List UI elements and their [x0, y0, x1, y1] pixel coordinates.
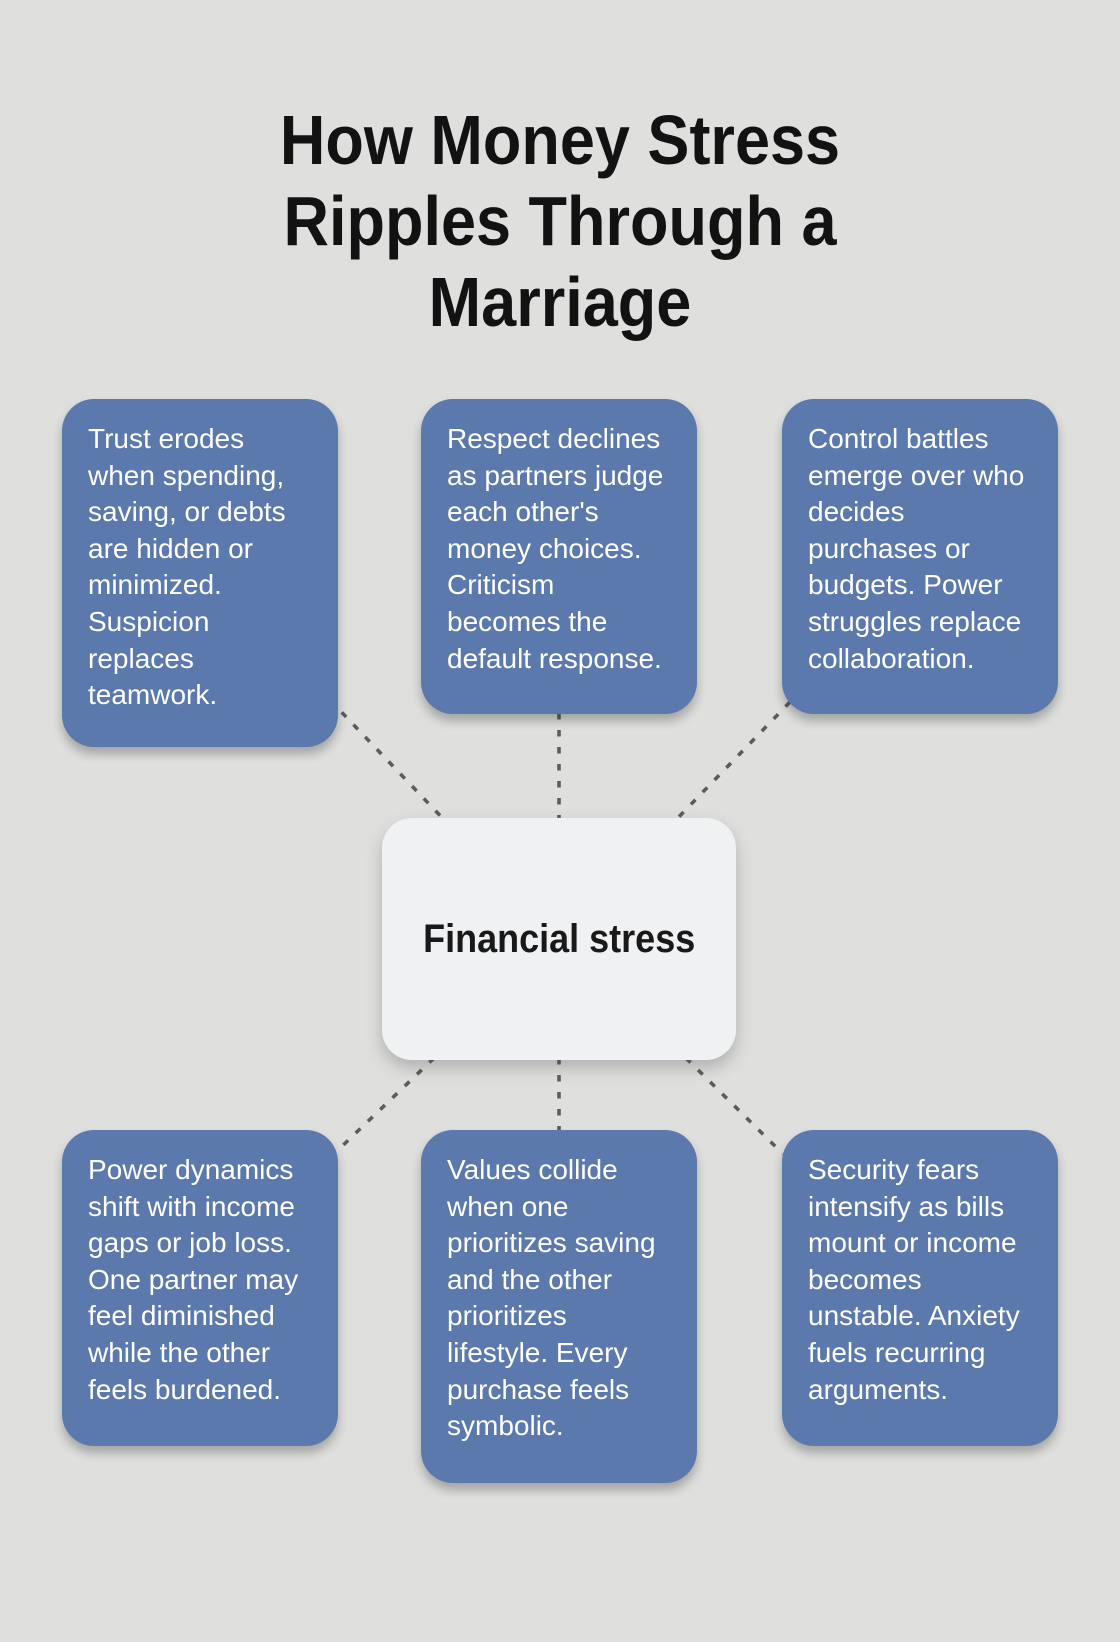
- effect-card-text: Trust erodes when spending, saving, or d…: [88, 423, 286, 711]
- effect-card-power: Power dynamics shift with income gaps or…: [62, 1130, 338, 1446]
- effect-card-values: Values collide when one prioritizes savi…: [421, 1130, 697, 1483]
- central-node: Financial stress: [382, 818, 736, 1060]
- connector-center-to-power: [334, 1056, 436, 1154]
- effect-card-security: Security fears intensify as bills mount …: [782, 1130, 1058, 1446]
- effect-card-text: Values collide when one prioritizes savi…: [447, 1154, 656, 1442]
- connector-control-to-center: [668, 700, 792, 828]
- central-node-label: Financial stress: [422, 916, 696, 961]
- effect-card-text: Control battles emerge over who decides …: [808, 423, 1025, 674]
- connector-trust-to-center: [328, 698, 452, 828]
- effect-card-text: Power dynamics shift with income gaps or…: [88, 1154, 299, 1405]
- effect-card-text: Respect declines as partners judge each …: [447, 423, 664, 674]
- page-title: How Money Stress Ripples Through a Marri…: [279, 101, 841, 341]
- effect-card-trust: Trust erodes when spending, saving, or d…: [62, 399, 338, 747]
- effect-card-control: Control battles emerge over who decides …: [782, 399, 1058, 714]
- connector-center-to-security: [684, 1056, 785, 1156]
- effect-card-respect: Respect declines as partners judge each …: [421, 399, 697, 714]
- effect-card-text: Security fears intensify as bills mount …: [808, 1154, 1020, 1405]
